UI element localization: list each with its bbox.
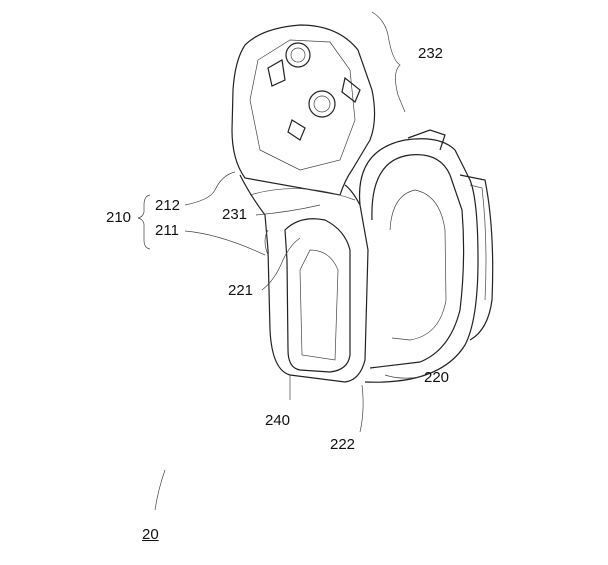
center-button <box>308 90 336 118</box>
top-button <box>285 42 311 68</box>
label-222: 222 <box>330 436 356 453</box>
label-231: 231 <box>222 206 248 223</box>
hand-strap <box>358 138 479 383</box>
figure-number: 20 <box>142 526 159 543</box>
label-210: 210 <box>106 209 132 226</box>
trigger-area <box>284 218 351 373</box>
label-211: 211 <box>155 222 179 239</box>
label-232: 232 <box>418 45 444 62</box>
controller-head <box>231 24 376 196</box>
bracket-232 <box>371 11 406 113</box>
controller-grip <box>239 174 369 383</box>
label-221: 221 <box>228 282 254 299</box>
label-220: 220 <box>424 369 450 386</box>
bracket-210 <box>137 194 151 250</box>
label-240: 240 <box>265 412 291 429</box>
label-212: 212 <box>155 197 181 214</box>
